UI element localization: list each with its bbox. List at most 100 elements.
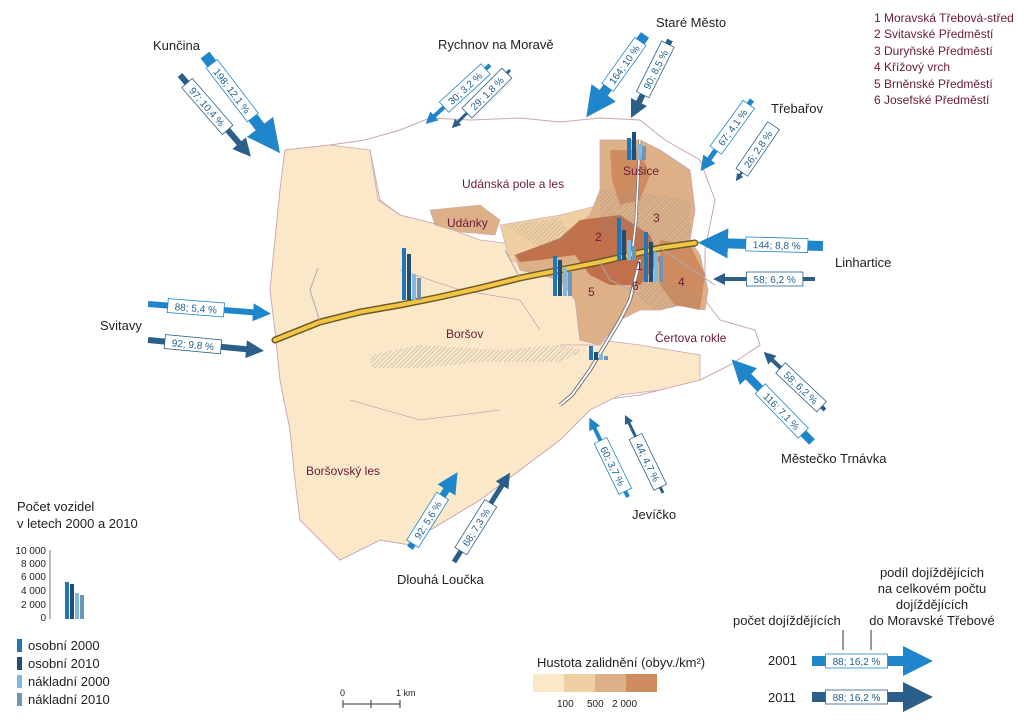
flow-rychnov-2001-label-box bbox=[438, 63, 491, 113]
district-number-1: 1 bbox=[636, 259, 643, 273]
explain-share-line1: podíl dojíždějících bbox=[879, 565, 985, 580]
vehicle-bars bbox=[402, 132, 663, 360]
flow-trebarov-2001-label: 67; 4,1 % bbox=[709, 99, 756, 155]
flow-stare-2001: 164; 10 % bbox=[586, 32, 650, 118]
explain-count: počet dojíždějících bbox=[733, 613, 841, 628]
place-mestecko: Městečko Trnávka bbox=[781, 451, 887, 466]
local-roads bbox=[309, 247, 716, 323]
bars-brnenske-bar bbox=[568, 272, 572, 296]
bars-brnenske-bar bbox=[558, 260, 562, 296]
bars-susice-bar bbox=[642, 146, 646, 160]
district-number-5: 5 bbox=[588, 285, 595, 299]
district-number-3: 3 bbox=[653, 211, 660, 225]
legend-item-nakladni-2000: nákladní 2000 bbox=[17, 674, 110, 689]
vehicle-legend-title-line1: Počet vozidel bbox=[17, 499, 95, 514]
legend-item-label: nákladní 2000 bbox=[28, 674, 110, 689]
industrial-hatch-4 bbox=[505, 218, 575, 248]
explain-arrow-2011: 88; 16,2 % bbox=[812, 682, 933, 712]
bars-brnenske bbox=[553, 256, 572, 296]
flow-svitavy-2001-label: 88; 5,4 % bbox=[166, 298, 225, 318]
flow-jevicko-2001-label: 60; 3,7 % bbox=[593, 436, 633, 495]
flow-mestecko-2011-label-box bbox=[775, 362, 827, 413]
area-borsov: Boršov bbox=[446, 327, 484, 341]
bars-centre-bar bbox=[617, 218, 621, 260]
bars-susice bbox=[627, 132, 646, 160]
flow-trebarov-2011-label: 26; 2,8 % bbox=[735, 121, 780, 177]
district-item-1: 1 Moravská Třebová-střed bbox=[874, 11, 1014, 25]
legend-ytick-0: 0 bbox=[40, 613, 46, 624]
bars-josefske bbox=[644, 232, 663, 282]
flow-mestecko-2001-label-text: 116; 7,1 % bbox=[760, 391, 801, 432]
legend-swatch bbox=[17, 693, 22, 706]
legend-swatch bbox=[17, 639, 22, 652]
bars-josefske-bar bbox=[649, 242, 653, 282]
flow-svitavy-2001: 88; 5,4 % bbox=[147, 298, 271, 322]
place-rychnov: Rychnov na Moravě bbox=[438, 37, 554, 52]
district-item-3: 3 Duryňské Předměstí bbox=[874, 43, 993, 58]
flow-linhartice-2001-label-text: 144; 8,8 % bbox=[753, 240, 801, 252]
place-stare-mesto: Staré Město bbox=[656, 15, 727, 30]
area-udanska-pole: Udánská pole a les bbox=[462, 177, 565, 191]
vehicle-legend-bars bbox=[49, 550, 84, 619]
legend-sample-bar bbox=[80, 595, 84, 619]
district-number-2: 2 bbox=[595, 230, 602, 244]
flow-linhartice-2011-label-box bbox=[746, 271, 804, 287]
area-susice: Sušice bbox=[623, 164, 660, 178]
density-tick-100: 100 bbox=[557, 699, 574, 710]
place-linhartice: Linhartice bbox=[835, 255, 892, 270]
flow-dlouha-2011-label-box bbox=[454, 498, 498, 556]
industrial-hatch-2 bbox=[640, 280, 700, 310]
scale-zero: 0 bbox=[340, 688, 346, 698]
industrial-hatch-3 bbox=[370, 345, 585, 368]
explain-year-2011: 2011 bbox=[768, 690, 796, 705]
bars-josefske-bar bbox=[654, 252, 658, 282]
commuting-flows: 198; 12,1 %97; 10,4 %30; 3,2 %29; 1,8 %1… bbox=[147, 32, 933, 712]
density-legend-bar bbox=[533, 674, 657, 692]
area-borsovsky-les: Boršovský les bbox=[306, 464, 381, 478]
explain-arrow-2001: 88; 16,2 % bbox=[812, 646, 933, 676]
flow-trebarov-2001-label-box bbox=[709, 99, 756, 155]
flow-svitavy-2001-label-box bbox=[166, 298, 225, 318]
flow-jevicko-2001-label-box bbox=[593, 436, 633, 495]
flow-trebarov-2011: 26; 2,8 % bbox=[735, 121, 780, 182]
flow-jevicko-2001: 60; 3,7 % bbox=[589, 417, 633, 498]
bars-josefske-bar bbox=[644, 232, 648, 282]
place-jevicko: Jevíčko bbox=[632, 507, 677, 522]
area-udanky: Udánky bbox=[447, 216, 488, 230]
legend-item-label: osobní 2010 bbox=[28, 656, 100, 671]
legend-item-osobni-2010: osobní 2010 bbox=[17, 656, 100, 671]
road-south-fill bbox=[559, 259, 641, 406]
bars-brnenske-bar bbox=[563, 268, 567, 296]
flow-linhartice-2011-label-text: 58; 6,2 % bbox=[754, 275, 796, 286]
district-item-5: 5 Brněnské Předměstí bbox=[874, 76, 993, 91]
scale-one-km: 1 km bbox=[396, 688, 416, 698]
bars-centre bbox=[617, 218, 636, 260]
bars-west-bar bbox=[407, 254, 411, 300]
bars-susice-bar bbox=[637, 144, 641, 160]
legend-swatch bbox=[17, 675, 22, 688]
legend-sample-bar bbox=[75, 593, 79, 619]
legend-ytick-2000: 2 000 bbox=[20, 600, 46, 611]
density-tick-2000: 2 000 bbox=[612, 699, 638, 710]
area-certova-rokle: Čertova rokle bbox=[655, 331, 727, 345]
flow-linhartice-2011: 58; 6,2 % bbox=[713, 271, 815, 287]
explain-arrow-2011-label-text: 88; 16,2 % bbox=[833, 693, 881, 704]
flow-rychnov-2011-label-box bbox=[461, 67, 513, 119]
density-legend-title: Hustota zalidnění (obyv./km²) bbox=[537, 655, 706, 670]
legend-item-osobni-2000: osobní 2000 bbox=[17, 638, 100, 653]
flow-kuncina-2011-label-text: 97; 10,4 % bbox=[186, 86, 226, 129]
flow-mestecko-2001-label-box bbox=[754, 383, 809, 439]
flow-svitavy-2011-label-box bbox=[163, 334, 223, 355]
vehicle-legend-title-line2: v letech 2000 a 2010 bbox=[17, 516, 138, 531]
bars-south bbox=[589, 346, 608, 360]
flow-linhartice-2001: 144; 8,8 % bbox=[698, 228, 824, 259]
flow-svitavy-2001-label-text: 88; 5,4 % bbox=[174, 302, 217, 316]
bars-west-bar bbox=[417, 278, 421, 300]
explain-share: podíl dojíždějících na celkovém počtu do… bbox=[862, 565, 1002, 629]
bars-centre-bar bbox=[622, 230, 626, 260]
explain-share-line3: dojíždějících bbox=[895, 597, 969, 612]
place-kuncina: Kunčina bbox=[153, 38, 200, 53]
explain-arrow-2011-label-box bbox=[825, 689, 888, 705]
